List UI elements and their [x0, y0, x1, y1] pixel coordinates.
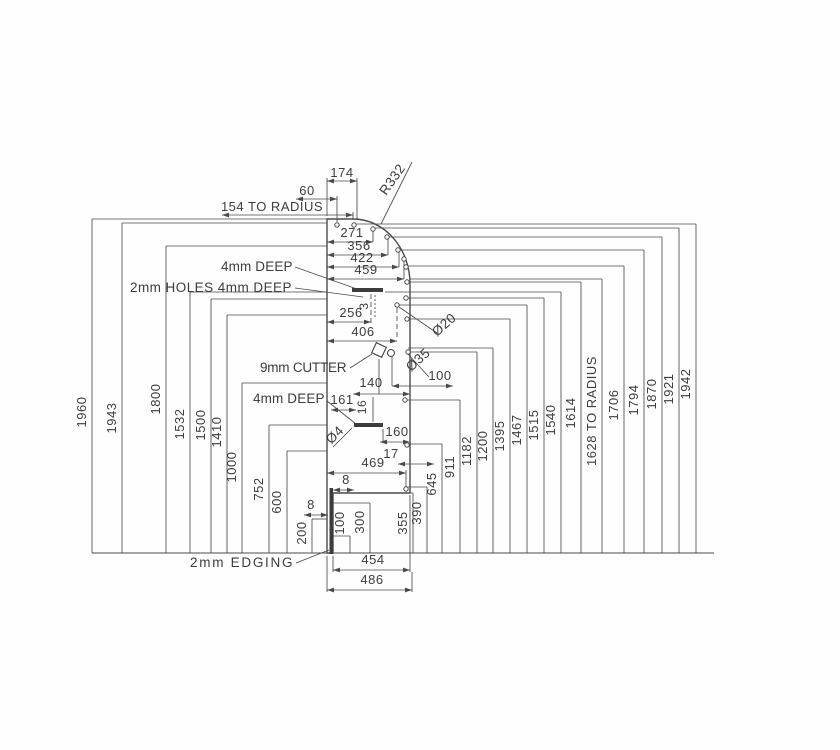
dim-label: 174 — [330, 165, 353, 180]
dimension-layer — [91, 161, 714, 593]
hole — [370, 226, 376, 232]
dim-label: 154 TO RADIUS — [221, 199, 323, 214]
vertical-dim-label: 3 — [357, 302, 371, 309]
vertical-dim-label: 1614 — [563, 398, 578, 429]
dim-label: 100 — [428, 368, 451, 383]
vertical-dim-label: 1182 — [459, 436, 474, 466]
hole — [401, 256, 407, 262]
dim-label: 406 — [351, 324, 374, 339]
hole — [394, 302, 400, 308]
vertical-dim-label: 1800 — [148, 384, 163, 415]
hole — [351, 222, 357, 228]
leader-line — [332, 427, 353, 448]
leader-line — [398, 306, 438, 334]
panel-shape-layer — [326, 218, 411, 554]
vertical-dim-label: 355 — [395, 511, 410, 534]
dim-label: 8 — [307, 497, 315, 512]
dim-label: 271 — [340, 225, 363, 240]
hole — [404, 279, 410, 285]
vertical-dim-label: 1467 — [509, 415, 524, 446]
dim-label: 60 — [299, 183, 314, 198]
vertical-dim-label: 1515 — [526, 410, 541, 441]
hole — [403, 295, 409, 301]
annotation-label: 2mm HOLES 4mm DEEP — [130, 280, 292, 295]
dim-label: 161 — [330, 392, 353, 407]
vertical-dim-label: 1500 — [193, 410, 208, 441]
hole — [384, 234, 390, 240]
hole — [405, 349, 411, 355]
vertical-dim-label: 16 — [355, 400, 369, 414]
hole — [404, 316, 410, 322]
vertical-dim-label: 1943 — [104, 403, 119, 434]
vertical-dim-label: 600 — [269, 490, 284, 513]
vertical-dim-label: 300 — [352, 510, 367, 533]
vertical-dim-label: 752 — [251, 477, 266, 500]
leader-line — [295, 549, 330, 564]
dim-label: 459 — [354, 262, 377, 277]
vertical-dim-label: 1921 — [661, 374, 676, 405]
vertical-dim-label: 1794 — [626, 385, 641, 416]
panel-outline — [326, 218, 411, 554]
hole — [403, 264, 409, 270]
vertical-dim-label: 100 — [332, 511, 347, 534]
groove-slot — [354, 423, 383, 427]
leader-line — [294, 287, 364, 298]
leader-line — [326, 400, 357, 425]
annotation-label: 4mm DEEP — [221, 259, 293, 274]
cutter-square — [370, 341, 388, 359]
annotation-label: 4mm DEEP — [253, 391, 325, 406]
dim-label: 356 — [347, 238, 370, 253]
vertical-dim-label: 911 — [442, 456, 457, 478]
vertical-dim-label: 1706 — [606, 390, 621, 421]
vertical-dim-label: 390 — [409, 501, 424, 524]
dim-label: 160 — [385, 424, 408, 439]
groove-slot — [352, 288, 383, 292]
hole — [404, 442, 410, 448]
dim-label: 469 — [361, 455, 384, 470]
vertical-dim-label: 1870 — [644, 379, 659, 410]
vertical-dim-label: 1628 TO RADIUS — [584, 356, 599, 466]
vertical-dim-label: 1540 — [543, 405, 558, 436]
hole — [402, 397, 408, 403]
vertical-dim-label: 200 — [294, 521, 309, 544]
vertical-dim-label: 645 — [424, 472, 439, 495]
dim-label: 454 — [361, 552, 384, 567]
hole — [403, 486, 409, 492]
vertical-dim-label: 1200 — [475, 431, 490, 462]
leader-line — [349, 353, 373, 369]
dim-label: 17 — [383, 446, 398, 461]
leader-line — [380, 161, 413, 225]
vertical-dim-label: 1942 — [678, 369, 693, 400]
dim-label: 140 — [359, 375, 382, 390]
large-hole — [386, 348, 396, 358]
vertical-dim-label: 1410 — [209, 417, 224, 448]
dim-label: 422 — [350, 250, 373, 265]
vertical-dim-label: 1532 — [172, 409, 187, 440]
hole — [395, 247, 401, 253]
leader-line — [294, 266, 358, 290]
dim-label: 486 — [360, 572, 383, 587]
vertical-dim-label: 1000 — [224, 452, 239, 483]
vertical-dim-label: 1395 — [492, 421, 507, 452]
vertical-dim-label: 1960 — [74, 397, 89, 428]
dim-label: 8 — [342, 472, 350, 487]
hole — [334, 222, 340, 228]
annotation-label: 2mm EDGING — [190, 555, 293, 570]
annotation-label: 9mm CUTTER — [260, 360, 347, 375]
diagonal-dim-label: Ø20 — [429, 310, 459, 339]
edging-strip — [329, 488, 333, 554]
dim-label: 256 — [339, 305, 362, 320]
